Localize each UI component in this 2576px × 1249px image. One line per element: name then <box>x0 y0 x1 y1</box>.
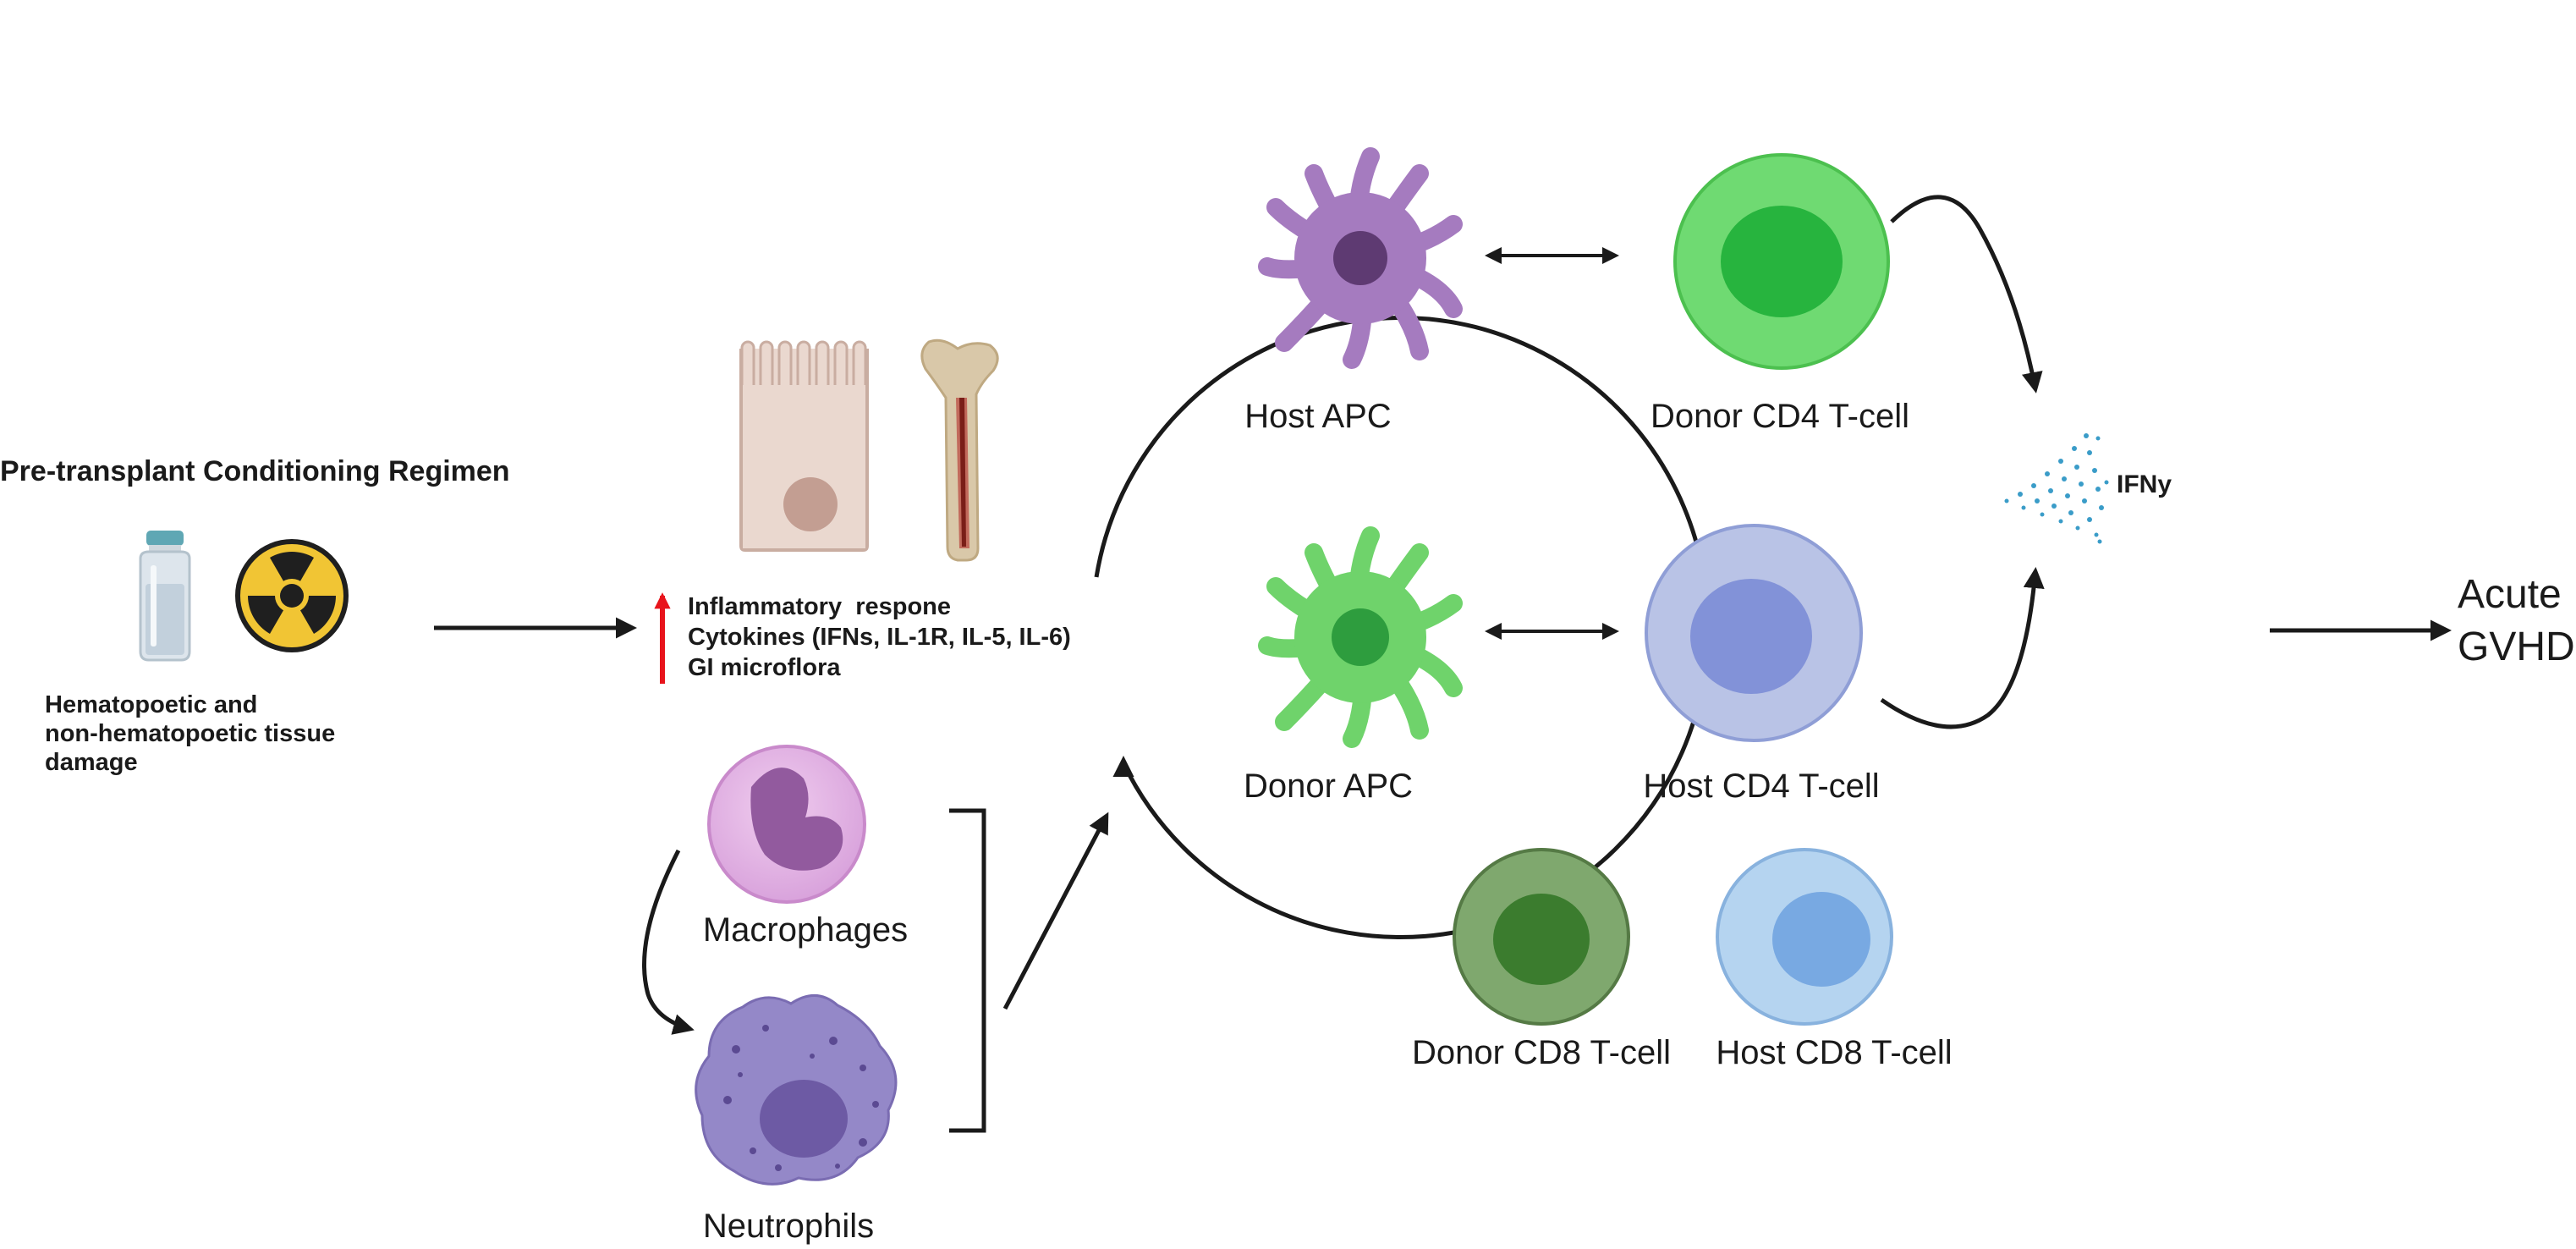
neutrophil-cell <box>695 994 898 1186</box>
ifn-particles <box>2004 433 2109 544</box>
outcome-line-2: GVHD <box>2458 624 2575 669</box>
conditioning-title: Pre-transplant Conditioning Regimen <box>0 455 510 487</box>
host-apc-cell <box>1258 147 1463 369</box>
arrow-donor-cd4-to-ifn <box>1890 195 2043 393</box>
donor-apc-label: Donor APC <box>1244 768 1413 805</box>
vial-icon <box>139 531 191 662</box>
host-cd8-label: Host CD8 T-cell <box>1716 1034 1952 1071</box>
donor-cd4-label: Donor CD4 T-cell <box>1651 398 1909 435</box>
damage-label-line-2: non-hematopoetic tissue <box>45 720 335 747</box>
radiation-icon <box>235 539 349 652</box>
arrow-innate-to-circle <box>1002 812 1109 1010</box>
response-line-3: GI microflora <box>688 654 841 681</box>
damage-label-line-1: Hematopoetic and <box>45 691 257 718</box>
host-apc-label: Host APC <box>1244 398 1391 435</box>
epithelial-cell-icon <box>739 340 869 552</box>
donor-cd8-cell <box>1453 848 1630 1026</box>
bone-icon <box>920 338 999 562</box>
macrophage-cell <box>707 745 866 904</box>
ifn-label: IFNy <box>2117 470 2172 498</box>
host-cd4-cell <box>1645 524 1863 742</box>
donor-cd4-cell <box>1673 153 1890 370</box>
innate-bracket <box>949 808 986 1133</box>
outcome-line-1: Acute <box>2458 572 2562 617</box>
neutrophils-label: Neutrophils <box>703 1208 874 1245</box>
host-cd4-label: Host CD4 T-cell <box>1643 768 1879 805</box>
host-cd8-cell <box>1716 848 1893 1026</box>
arrow-macrophage-to-neutrophil <box>642 849 695 1035</box>
damage-label-line-3: damage <box>45 749 138 776</box>
arrow-host-cd4-to-ifn <box>1880 567 2045 729</box>
macrophages-label: Macrophages <box>703 911 908 949</box>
donor-apc-cell <box>1258 526 1463 748</box>
response-line-2: Cytokines (IFNs, IL-1R, IL-5, IL-6) <box>688 624 1071 651</box>
response-line-1: Inflammatory respone <box>688 593 951 620</box>
donor-cd8-label: Donor CD8 T-cell <box>1412 1034 1671 1071</box>
